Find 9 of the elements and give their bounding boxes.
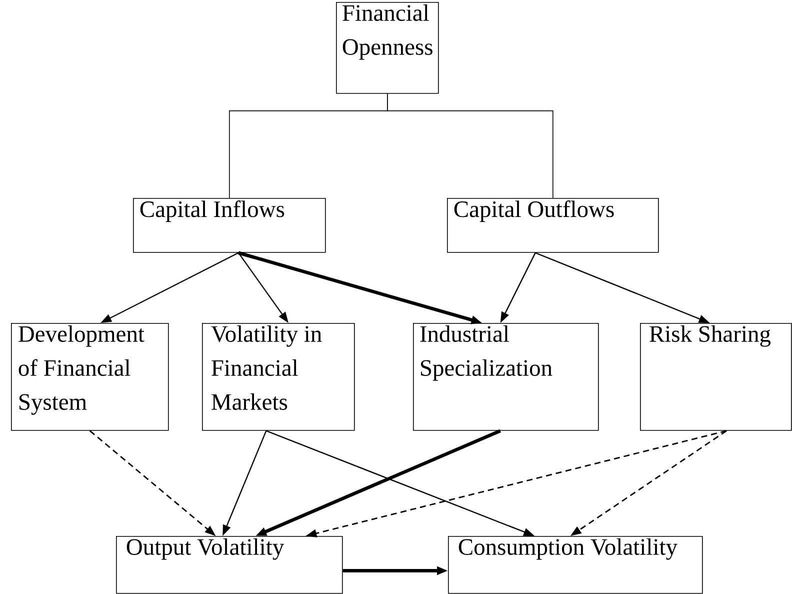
box: Volatility in Financial Markets xyxy=(202,323,355,431)
box: Industrial Specialization xyxy=(413,323,599,431)
box: Capital Outflows xyxy=(447,198,659,253)
box: Capital Inflows xyxy=(133,198,326,253)
box: Consumption Volatility xyxy=(448,536,703,594)
box: Financial Openness xyxy=(336,2,439,94)
box: Output Volatility xyxy=(116,536,343,594)
box: Risk Sharing xyxy=(640,323,792,431)
box: Development of Financial System xyxy=(11,323,169,431)
